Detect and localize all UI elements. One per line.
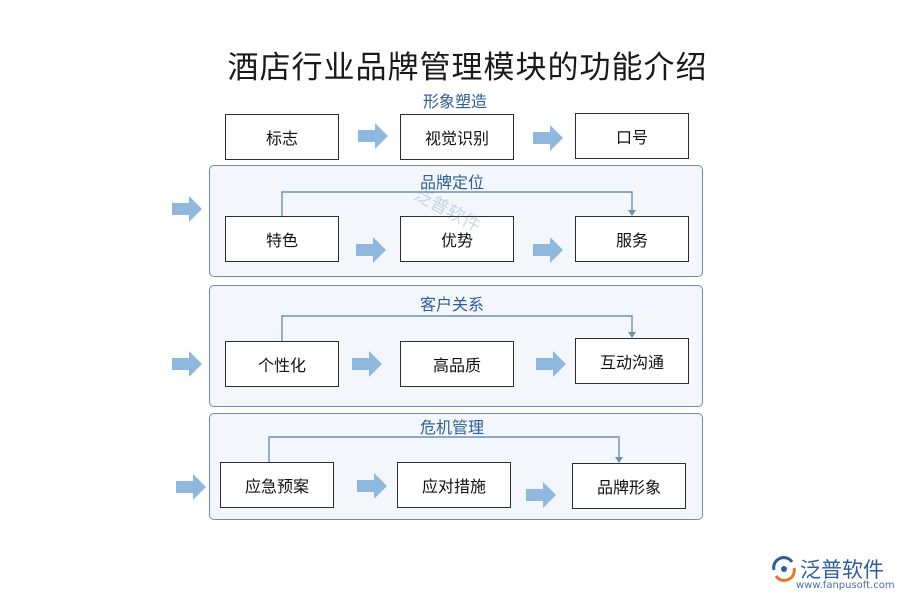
section-label-customer: 客户关系 xyxy=(419,295,485,314)
section-label-crisis: 危机管理 xyxy=(419,418,485,437)
section-label-image: 形象塑造 xyxy=(422,92,488,111)
arrow-right-icon xyxy=(352,351,382,377)
brand-logo-icon xyxy=(772,556,796,582)
brand-logo-url: www.fanpusoft.com xyxy=(796,580,895,591)
node-visual-identity: 视觉识别 xyxy=(400,114,514,160)
arrow-right-icon xyxy=(526,482,556,508)
node-logo: 标志 xyxy=(225,114,339,160)
node-feature: 特色 xyxy=(225,216,339,262)
node-high-quality: 高品质 xyxy=(400,341,514,387)
node-personalization: 个性化 xyxy=(225,341,339,387)
arrow-right-icon xyxy=(533,125,563,151)
node-brand-image: 品牌形象 xyxy=(572,463,686,509)
node-response-measures: 应对措施 xyxy=(397,462,511,508)
node-service: 服务 xyxy=(575,216,689,262)
arrow-right-icon xyxy=(172,351,202,377)
node-interaction: 互动沟通 xyxy=(575,338,689,384)
arrow-right-icon xyxy=(358,123,388,149)
brand-logo-text: 泛普软件 xyxy=(800,558,884,582)
node-advantage: 优势 xyxy=(400,216,514,262)
page-title: 酒店行业品牌管理模块的功能介绍 xyxy=(227,50,708,86)
arrow-right-icon xyxy=(176,474,206,500)
arrow-right-icon xyxy=(172,196,202,222)
node-emergency-plan: 应急预案 xyxy=(220,462,334,508)
arrow-right-icon xyxy=(536,351,566,377)
arrow-right-icon xyxy=(356,237,386,263)
arrow-right-icon xyxy=(357,473,387,499)
section-label-positioning: 品牌定位 xyxy=(419,173,485,192)
node-slogan: 口号 xyxy=(575,113,689,159)
arrow-right-icon xyxy=(533,237,563,263)
